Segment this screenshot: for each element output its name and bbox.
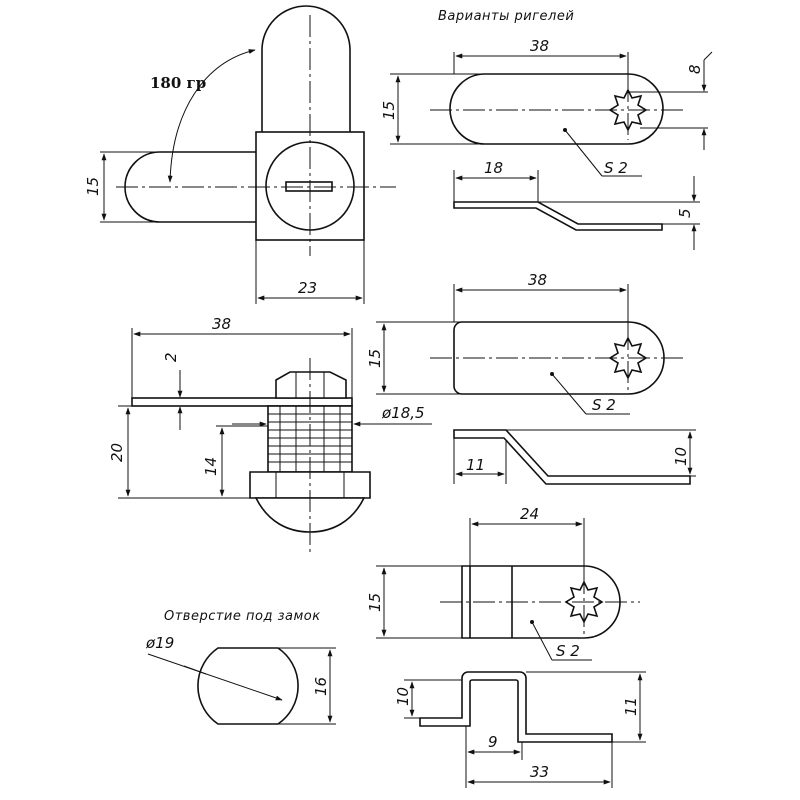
side-thread-label: 14: [202, 457, 220, 476]
cam1-length-label: 38: [530, 37, 549, 55]
cam3-plate-top: [461, 565, 621, 639]
cam1-thickness-label: S 2: [604, 159, 628, 177]
side-diameter-label: ø18,5: [381, 404, 425, 422]
cam3-outer-label: 11: [622, 697, 640, 716]
top-nut: [275, 371, 347, 399]
cam3-inner-label: 10: [394, 687, 412, 706]
cam2-offsetlen-label: 11: [466, 456, 485, 474]
cam2-height-label: 15: [366, 349, 384, 368]
side-height-label: 20: [108, 443, 126, 462]
cam1-tip-label: 8: [686, 64, 704, 74]
hole-outline: [197, 647, 299, 725]
cam2-profile: [453, 429, 691, 485]
angle-label: 180 гр: [150, 74, 206, 92]
cam3-thickness-label: S 2: [556, 642, 580, 660]
cam3-total-label: 33: [530, 763, 549, 781]
front-height-label: 15: [84, 177, 102, 196]
cam1-plate-top: [449, 73, 664, 145]
side-view: 38 2 20 14 ø18,5: [108, 315, 432, 552]
hole-title: Отверстие под замок: [164, 609, 321, 624]
cam2-offset-label: 10: [672, 447, 690, 466]
cam-plate: [131, 397, 353, 407]
cam-variant-3: 24 15 S 2 10 11 9 33: [366, 505, 646, 788]
cam3-profile: [419, 671, 613, 743]
side-length-label: 38: [212, 315, 231, 333]
cam2-thickness-label: S 2: [592, 396, 616, 414]
cam3-foot-label: 9: [488, 733, 498, 751]
mounting-hole: Отверстие под замок ø19 16: [145, 609, 336, 725]
cam1-profile: [453, 201, 663, 231]
hole-flat-label: 16: [312, 677, 330, 696]
cam2-plate-top: [453, 321, 665, 395]
cam1-height-label: 15: [380, 101, 398, 120]
cam2-length-label: 38: [528, 271, 547, 289]
cam-variant-1: Варианты ригелей 38 15 8 S 2 18: [380, 9, 713, 250]
cam-variant-2: 38 15 S 2 11 10: [366, 271, 696, 485]
cam1-offset-label: 5: [676, 208, 694, 218]
latch-rotated-outline: [261, 5, 351, 132]
front-width-label: 23: [298, 279, 317, 297]
cam3-length-label: 24: [520, 505, 539, 523]
hole-diameter-label: ø19: [145, 634, 174, 652]
cam3-height-label: 15: [366, 593, 384, 612]
variants-title: Варианты ригелей: [438, 9, 574, 24]
side-thickness-label: 2: [162, 352, 180, 362]
rotation-arc: [167, 49, 256, 183]
cam1-offsetlen-label: 18: [484, 159, 503, 177]
front-view: 180 гр 15 23: [84, 5, 396, 304]
